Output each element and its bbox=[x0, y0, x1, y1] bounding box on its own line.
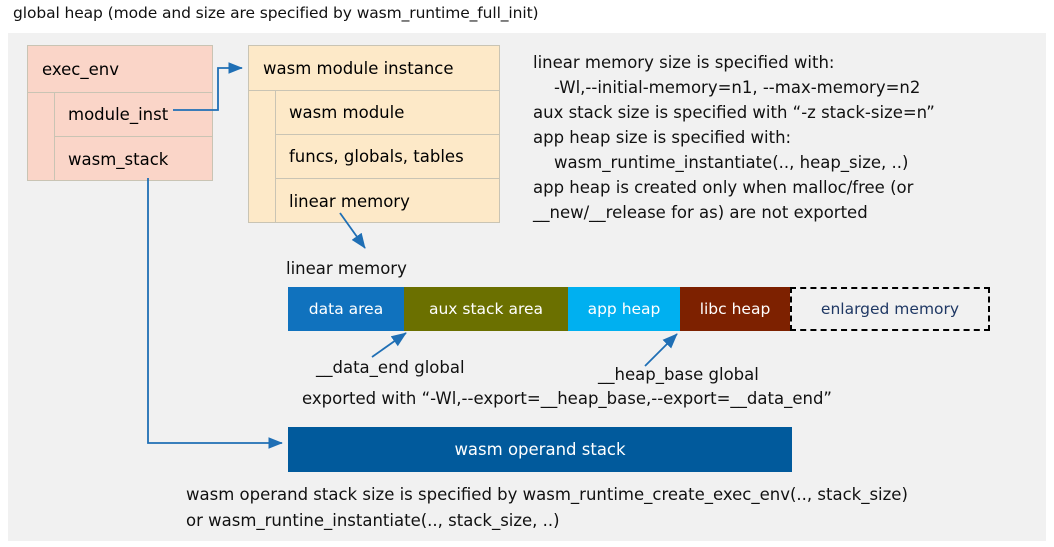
memory-segment-aux-stack-area: aux stack area bbox=[404, 287, 568, 331]
memory-segment-enlarged-memory: enlarged memory bbox=[790, 287, 990, 331]
module-instance-field-linear-memory: linear memory bbox=[289, 191, 410, 211]
linear-memory-bar-label: linear memory bbox=[286, 259, 407, 278]
module-instance-rows: wasm module funcs, globals, tables linea… bbox=[276, 91, 499, 223]
operand-stack-note: wasm operand stack size is specified by … bbox=[186, 485, 908, 530]
annotation-exported-with: exported with “-Wl,--export=__heap_base,… bbox=[302, 389, 832, 408]
exec-env-field-wasm-stack: wasm_stack bbox=[68, 149, 169, 169]
exec-env-rows: module_inst wasm_stack bbox=[55, 93, 212, 181]
annotation-heap-base: __heap_base global bbox=[598, 365, 759, 384]
wasm-module-instance-box: wasm module instance wasm module funcs, … bbox=[248, 45, 500, 223]
annotation-data-end: __data_end global bbox=[316, 358, 465, 377]
memory-segment-app-heap: app heap bbox=[568, 287, 680, 331]
exec-env-gutter bbox=[28, 93, 55, 181]
exec-env-field-module-inst: module_inst bbox=[55, 93, 212, 137]
exec-env-title: exec_env bbox=[28, 46, 212, 93]
memory-config-notes: linear memory size is specified with: -W… bbox=[533, 53, 935, 222]
exec-env-box: exec_env module_inst wasm_stack bbox=[27, 45, 213, 181]
module-instance-field-wasm-module: wasm module bbox=[276, 91, 499, 135]
wasm-operand-stack-bar: wasm operand stack bbox=[288, 427, 792, 472]
module-instance-body: wasm module funcs, globals, tables linea… bbox=[249, 91, 499, 223]
page-title: global heap (mode and size are specified… bbox=[13, 4, 539, 22]
memory-segment-libc-heap: libc heap bbox=[680, 287, 790, 331]
memory-segment-data-area: data area bbox=[288, 287, 404, 331]
module-instance-gutter bbox=[249, 91, 276, 223]
exec-env-body: module_inst wasm_stack bbox=[28, 93, 212, 181]
module-instance-field-funcs-globals-tables: funcs, globals, tables bbox=[276, 135, 499, 179]
module-instance-title: wasm module instance bbox=[249, 46, 499, 91]
